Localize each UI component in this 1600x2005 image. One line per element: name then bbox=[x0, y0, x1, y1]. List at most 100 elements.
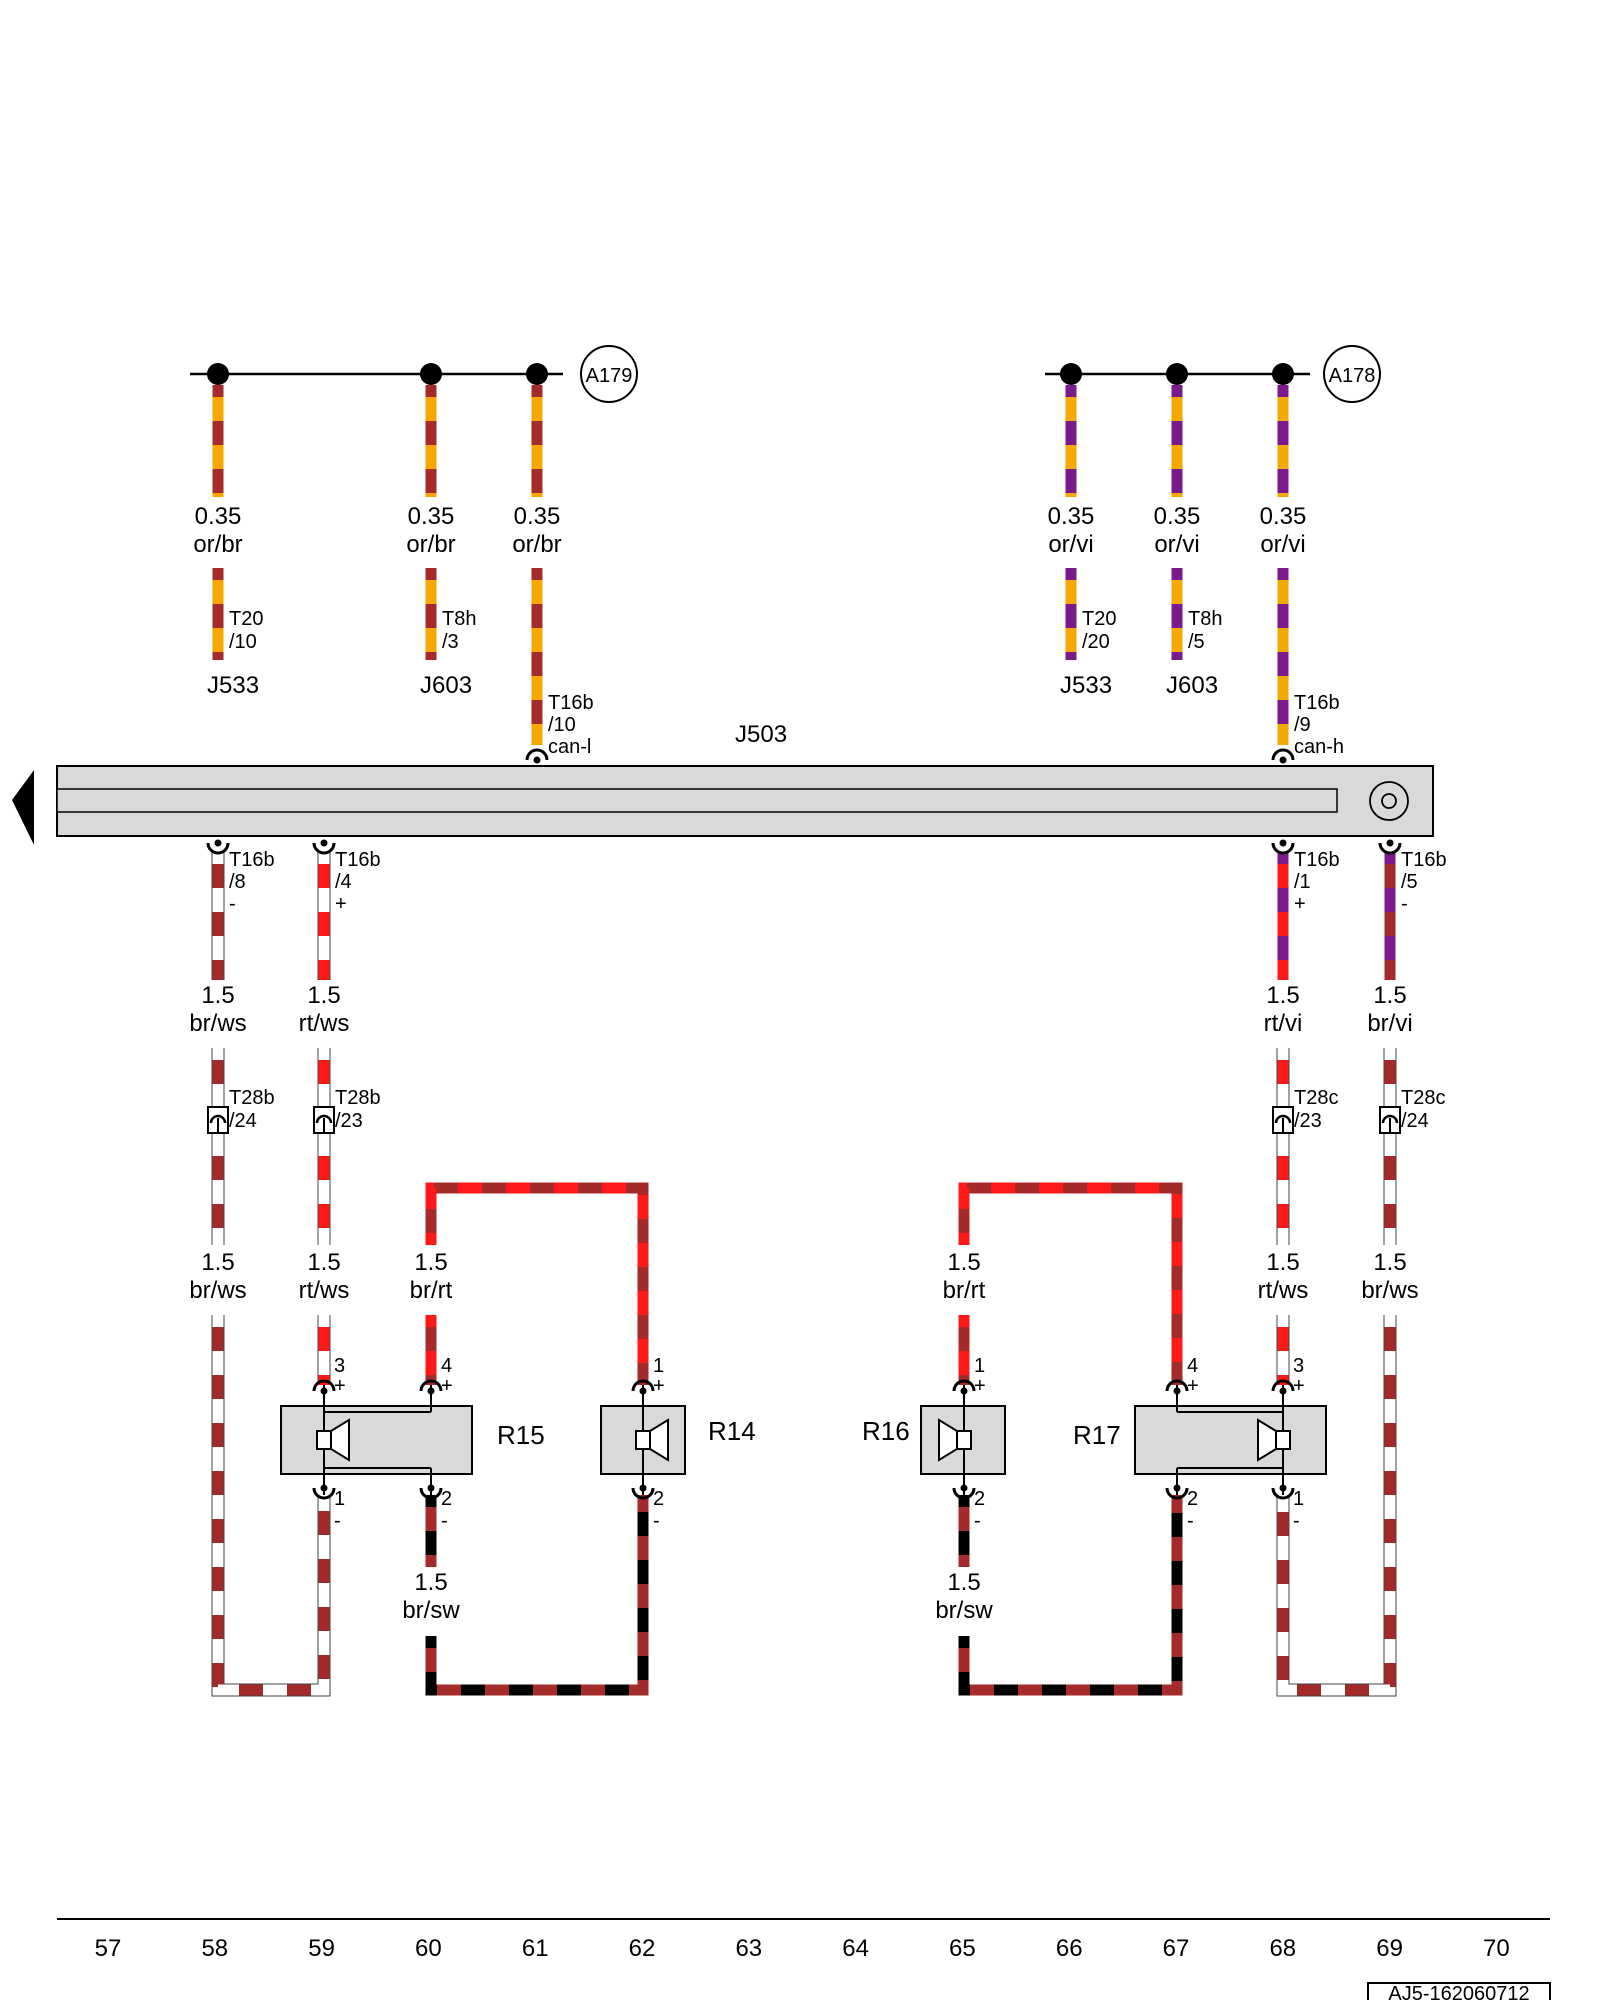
speaker-return-wire bbox=[211, 1315, 331, 1697]
target-unit: J603 bbox=[420, 672, 472, 699]
continuation-arrow-icon bbox=[12, 770, 34, 845]
connector-label: T28b bbox=[335, 1087, 381, 1109]
grid-number: 61 bbox=[522, 1935, 549, 1962]
pin-polarity: - bbox=[974, 1510, 981, 1532]
wire-color: br/ws bbox=[189, 1010, 246, 1037]
wire-gauge: 1.5 bbox=[1373, 982, 1406, 1009]
grid-number: 62 bbox=[629, 1935, 656, 1962]
connector-pin: /4 bbox=[335, 871, 352, 893]
pin-receptacle-icon bbox=[525, 748, 549, 764]
connector-label: T16b bbox=[1401, 849, 1447, 871]
wire-color: or/br bbox=[512, 531, 561, 558]
pin-number: 1 bbox=[653, 1355, 664, 1377]
jumper-wire bbox=[425, 1182, 649, 1385]
grid-number: 68 bbox=[1269, 1935, 1296, 1962]
grid-number: 63 bbox=[735, 1935, 762, 1962]
pin-number: 1 bbox=[1293, 1488, 1304, 1510]
wire-color: or/vi bbox=[1260, 531, 1305, 558]
connector-label: T8h bbox=[1188, 608, 1222, 630]
pin-number: 4 bbox=[441, 1355, 452, 1377]
pin-polarity: + bbox=[1187, 1375, 1199, 1397]
speaker-icon bbox=[1257, 1418, 1291, 1462]
connector-pin: /1 bbox=[1294, 871, 1311, 893]
speaker-id: R14 bbox=[708, 1416, 756, 1446]
wire-layer bbox=[211, 385, 1397, 1697]
connector-pin: /23 bbox=[1294, 1110, 1322, 1132]
pin-number: 1 bbox=[974, 1355, 985, 1377]
control-unit-inner-rail bbox=[56, 788, 1338, 813]
speaker-return-wire bbox=[1276, 1315, 1397, 1697]
speaker-id: R16 bbox=[862, 1416, 910, 1446]
speaker-id: R15 bbox=[497, 1420, 545, 1450]
target-unit: J533 bbox=[207, 672, 259, 699]
speaker-r16: R16 bbox=[862, 1385, 1006, 1495]
bus-node bbox=[526, 363, 548, 385]
wire-gauge: 1.5 bbox=[414, 1249, 447, 1276]
pin-receptacle-icon bbox=[1271, 748, 1295, 764]
pin-polarity: + bbox=[974, 1375, 986, 1397]
reference-code: AJ5-162060712 bbox=[1388, 1983, 1529, 2000]
target-unit: J533 bbox=[1060, 672, 1112, 699]
connector-label: T28c bbox=[1294, 1087, 1338, 1109]
bus-node bbox=[1060, 363, 1082, 385]
wire-gauge: 0.35 bbox=[514, 503, 561, 530]
pin-number: 1 bbox=[334, 1488, 345, 1510]
speaker-housing bbox=[1134, 1405, 1327, 1475]
pin-polarity: + bbox=[441, 1375, 453, 1397]
grid-number: 69 bbox=[1376, 1935, 1403, 1962]
grid-number: 65 bbox=[949, 1935, 976, 1962]
connector-label: T8h bbox=[442, 608, 476, 630]
ground-symbol-icon bbox=[1369, 781, 1409, 821]
connector-label: T28b bbox=[229, 1087, 275, 1109]
jumper-labels: 1.5 br/rt 1.5 br/sw 1.5 br/rt 1.5 br/sw bbox=[402, 1249, 993, 1624]
wire-color: or/vi bbox=[1154, 531, 1199, 558]
wire-gauge: 0.35 bbox=[1048, 503, 1095, 530]
connector-pin: /8 bbox=[229, 871, 246, 893]
wire-gauge: 1.5 bbox=[307, 1249, 340, 1276]
connector-pin: /10 bbox=[229, 631, 257, 653]
speaker-pin-labels: 3 + 4 + 1 - 2 - 1 + 2 - 1 + 2 - 4 + 3 + … bbox=[334, 1355, 1305, 1532]
pin-polarity: + bbox=[653, 1375, 665, 1397]
wire-color: br/sw bbox=[935, 1597, 993, 1624]
connector-label: T20 bbox=[229, 608, 263, 630]
top-wire-labels: 0.35 or/br T20 /10 J533 0.35 or/br T8h /… bbox=[193, 503, 1344, 758]
wire-gauge: 1.5 bbox=[947, 1569, 980, 1596]
inline-connector-icon bbox=[207, 1106, 229, 1134]
wire-color: br/sw bbox=[402, 1597, 460, 1624]
connector-label: T16b bbox=[1294, 692, 1340, 714]
inline-connector-icon bbox=[313, 1106, 335, 1134]
polarity-label: - bbox=[1401, 893, 1408, 915]
bus-node bbox=[1272, 363, 1294, 385]
speaker-icon bbox=[938, 1418, 972, 1462]
wire-color: br/vi bbox=[1367, 1010, 1412, 1037]
bus-node bbox=[420, 363, 442, 385]
pin-receptacle-icon bbox=[1165, 1379, 1189, 1395]
pin-number: 3 bbox=[1293, 1355, 1304, 1377]
wire-color: or/br bbox=[193, 531, 242, 558]
pin-polarity: - bbox=[441, 1510, 448, 1532]
inline-connector-icon bbox=[1272, 1106, 1294, 1134]
wire-color: or/vi bbox=[1048, 531, 1093, 558]
pin-receptacle-icon bbox=[952, 1484, 976, 1500]
pin-polarity: + bbox=[334, 1375, 346, 1397]
wire-gauge: 0.35 bbox=[1260, 503, 1307, 530]
pin-receptacle-icon bbox=[1165, 1484, 1189, 1500]
pin-polarity: - bbox=[334, 1510, 341, 1532]
ground-symbol-inner-icon bbox=[1381, 793, 1397, 809]
polarity-label: + bbox=[1294, 893, 1306, 915]
bottom-wire-labels: T16b /8 - 1.5 br/ws T28b /24 1.5 br/ws T… bbox=[189, 849, 1446, 1304]
speaker-pin-symbols bbox=[312, 1379, 1295, 1500]
grid-number: 59 bbox=[308, 1935, 335, 1962]
wire-color: or/br bbox=[406, 531, 455, 558]
pin-number: 2 bbox=[441, 1488, 452, 1510]
bus-point-circle bbox=[580, 345, 638, 403]
speaker-r15: R15 bbox=[280, 1385, 545, 1495]
grid-number: 70 bbox=[1483, 1935, 1510, 1962]
wire-color: br/ws bbox=[189, 1277, 246, 1304]
pin-polarity: + bbox=[1293, 1375, 1305, 1397]
connector-pin: /3 bbox=[442, 631, 459, 653]
pin-receptacle-icon bbox=[631, 1379, 655, 1395]
target-unit: J603 bbox=[1166, 672, 1218, 699]
